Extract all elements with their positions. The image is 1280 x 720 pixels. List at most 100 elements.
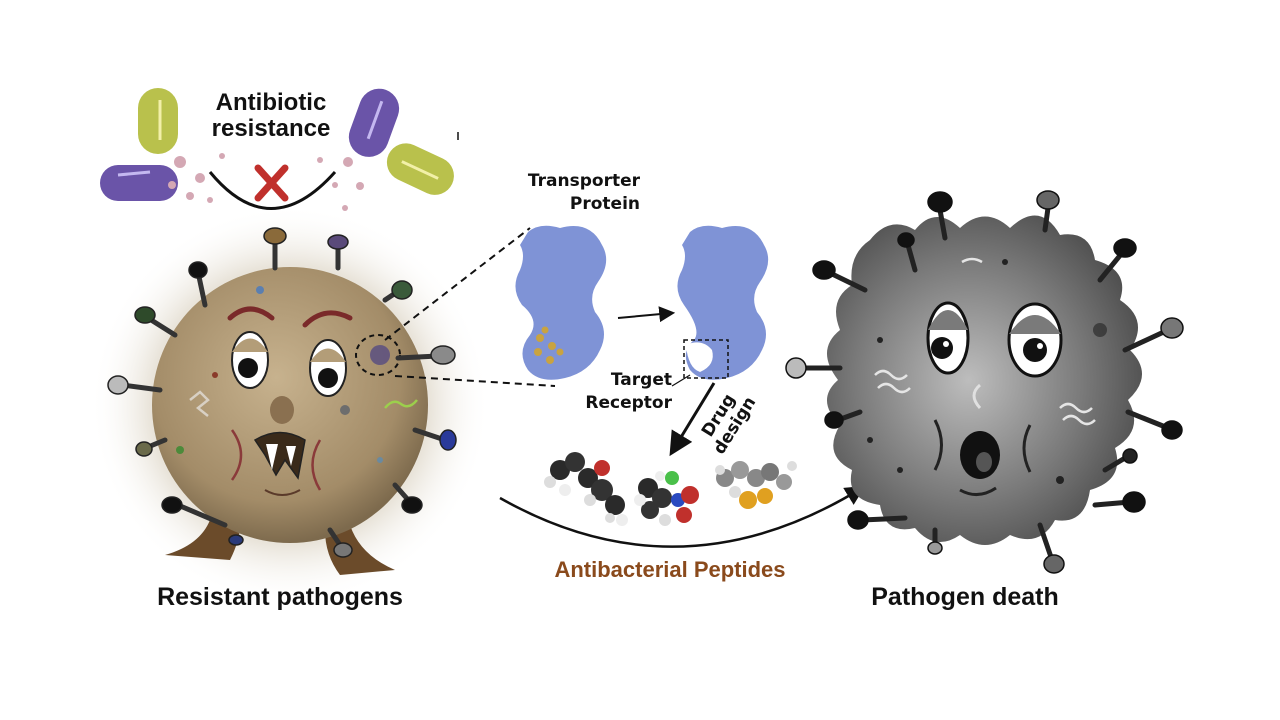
- body-spot: [212, 372, 218, 378]
- transporter-line2: Protein: [569, 193, 640, 214]
- antibacterial-peptides-label: Antibacterial Peptides: [554, 557, 786, 582]
- receptor-spike-icon: [107, 375, 129, 395]
- receptor-spike-icon: [161, 496, 183, 514]
- resistant-pathogen: [90, 205, 490, 605]
- dead-cheek-right: [1022, 424, 1032, 473]
- receptor-spike-icon: [785, 357, 807, 379]
- zoom-line-lower: [394, 375, 556, 387]
- resistance-barrier-arc: [208, 171, 337, 210]
- target-receptor-box: [683, 339, 729, 379]
- receptor-spike-icon: [134, 306, 156, 324]
- receptor-spike-icon: [430, 345, 456, 365]
- receptor-spike-icon: [1161, 420, 1183, 440]
- receptor-spike-icon: [1113, 238, 1137, 258]
- eyelid-left: [232, 338, 268, 352]
- target-receptor-label: Target Receptor: [582, 371, 672, 412]
- receptor-spike-icon: [327, 234, 349, 250]
- target-line1: Target: [610, 370, 672, 390]
- transporter-line1: Transporter: [527, 171, 640, 191]
- receptor-spike-icon: [897, 232, 915, 248]
- receptor-spike-icon: [188, 261, 208, 279]
- eyelid-right: [310, 348, 346, 362]
- capsule-icon: [138, 88, 178, 154]
- body-spot: [256, 286, 264, 294]
- nose: [270, 396, 294, 424]
- transporter-protein-label: Transporter Protein: [515, 172, 640, 213]
- molecule-icon: [544, 452, 628, 526]
- antibiotic-resistance-line2: resistance: [211, 115, 331, 143]
- pathogen-death-label: Pathogen death: [871, 583, 1059, 611]
- fang: [286, 446, 296, 466]
- dead-nose: [972, 383, 982, 410]
- capsule-icon: [348, 88, 400, 157]
- receptor-spike-icon: [333, 542, 353, 558]
- dead-cheek-left: [933, 419, 943, 471]
- dead-eyelid-right: [1009, 315, 1061, 334]
- wave-mark: [1059, 402, 1096, 426]
- wave-mark: [961, 257, 983, 264]
- transporter-protein-after: [677, 225, 769, 380]
- receptor-spike-icon: [391, 280, 413, 300]
- body-spot: [176, 446, 184, 454]
- receptor-spike-icon: [812, 260, 836, 280]
- antibiotic-resistance-line1: Antibiotic: [215, 89, 327, 116]
- resistant-pathogens-label: Resistant pathogens: [157, 583, 403, 611]
- dead-pupil-left: [931, 337, 953, 359]
- squiggle-mark: [384, 399, 418, 409]
- cheek-left: [230, 429, 243, 481]
- body-spot: [377, 457, 383, 463]
- dead-pathogen: [826, 215, 1143, 546]
- eyebrow-right: [302, 310, 353, 328]
- receptor-spikes-right: [797, 205, 1171, 563]
- receptor-spike-icon: [439, 429, 457, 451]
- capsule-icon: [100, 165, 178, 201]
- pupil-left: [238, 358, 258, 378]
- receptor-spike-icon: [1122, 448, 1138, 464]
- receptor-spike-icon: [263, 227, 287, 245]
- protein-transition-arrow: [617, 306, 676, 323]
- receptor-spike-icon: [1036, 190, 1060, 210]
- dead-eyelid-left: [928, 310, 968, 330]
- pathogen-leg-left: [165, 520, 240, 560]
- pupil-right: [318, 368, 338, 388]
- receptor-spike-icon: [824, 411, 844, 429]
- body-spot: [370, 345, 390, 365]
- eyebrow-left: [227, 306, 275, 321]
- body-spot: [340, 405, 350, 415]
- antibiotic-particles: [168, 153, 364, 211]
- pathogen-leg-right: [325, 525, 395, 575]
- dead-pathogen-body: [826, 215, 1143, 546]
- capsules-right: [348, 88, 454, 195]
- squiggle-mark: [189, 390, 210, 417]
- receptor-spike-icon: [1160, 317, 1184, 339]
- cheek-right: [311, 439, 322, 491]
- receptor-spike-icon: [927, 191, 953, 213]
- receptor-spike-icon: [1122, 491, 1146, 513]
- molecule-icon: [634, 471, 699, 526]
- receptor-spike-icon: [135, 441, 153, 457]
- capsules-left: [100, 88, 178, 201]
- receptor-spike-heads-right: [785, 190, 1184, 574]
- x-mark-icon: [254, 164, 289, 202]
- treatment-arrow: [499, 485, 866, 548]
- receptor-spike-icon: [1043, 554, 1065, 574]
- target-line2: Receptor: [585, 392, 672, 413]
- smile-line: [264, 489, 301, 496]
- receptor-spike-icon: [401, 496, 423, 514]
- zoom-line-upper: [384, 227, 531, 341]
- receptor-spike-icon: [847, 510, 869, 530]
- target-receptor-pointer: [671, 374, 691, 387]
- receptor-spike-icon: [927, 541, 943, 555]
- molecule-icon: [715, 461, 797, 509]
- mouth: [253, 431, 306, 480]
- dead-pupil-right: [1023, 338, 1047, 362]
- receptor-highlight-circle: [355, 334, 401, 376]
- fang: [266, 444, 278, 470]
- wave-mark: [874, 369, 911, 394]
- drug-design-arrow: [669, 382, 716, 457]
- dead-chin-line: [959, 486, 997, 496]
- transporter-protein-before: [515, 225, 607, 380]
- receptor-spike-icon: [228, 534, 244, 546]
- antibiotic-resistance-label: Antibiotic resistance: [196, 89, 346, 143]
